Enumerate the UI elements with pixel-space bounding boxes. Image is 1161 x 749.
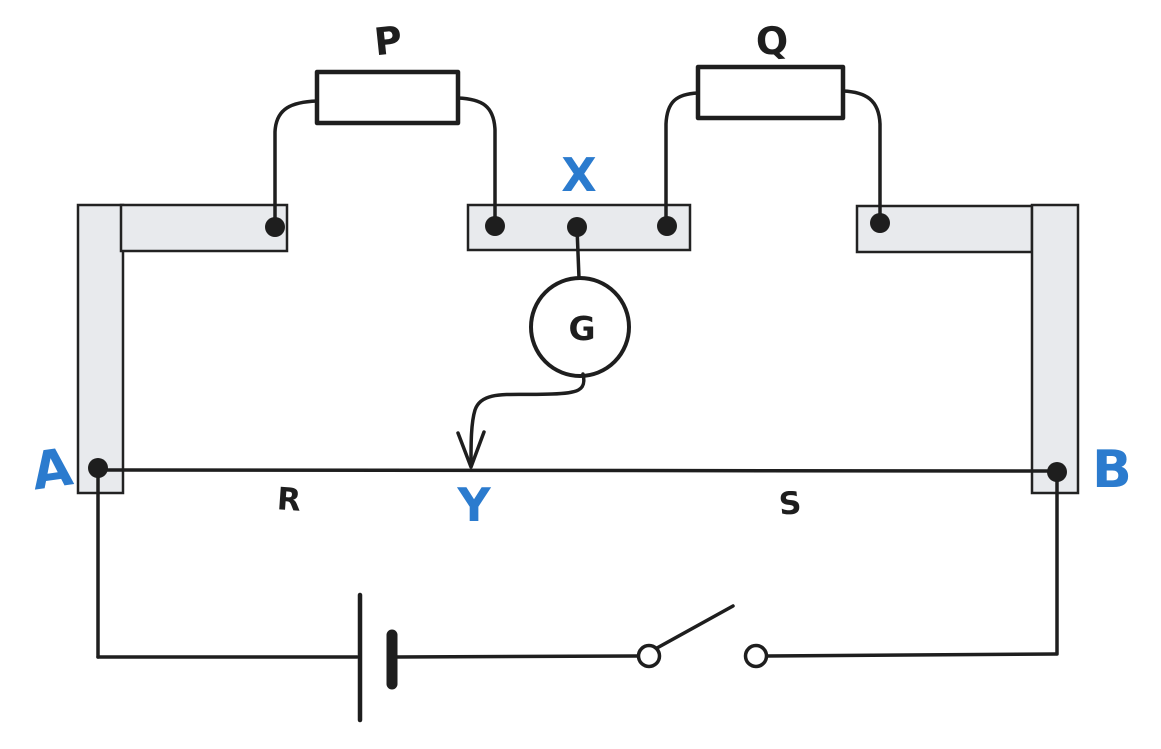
bridge-wire-ab xyxy=(96,468,1059,473)
switch-left-contact xyxy=(636,643,662,669)
terminal-dot-middle-right xyxy=(657,216,677,236)
wire-battery-to-switch xyxy=(394,654,639,659)
wire-switch-to-b xyxy=(765,652,1058,658)
jockey-wire xyxy=(469,372,586,464)
galvanometer-branch xyxy=(456,226,631,469)
node-x-label: X xyxy=(561,148,596,202)
resistor-q-box xyxy=(695,64,846,121)
resistor-p-lead-right xyxy=(456,96,497,227)
copper-strip-left-horizontal xyxy=(119,203,289,253)
switch-right-contact xyxy=(743,643,769,669)
labels: P Q X G A B R Y S xyxy=(28,18,1132,532)
segment-r-label: R xyxy=(276,481,302,519)
galvanometer-label: G xyxy=(568,309,595,348)
terminal-dot-middle-left xyxy=(485,216,505,236)
terminal-dot-right-strip xyxy=(870,213,890,233)
segment-s-label: S xyxy=(777,485,802,523)
battery-switch-loop xyxy=(96,468,1059,723)
resistor-leads xyxy=(273,89,882,228)
resistor-q-label: Q xyxy=(754,18,789,64)
copper-strip-right-vertical xyxy=(1030,203,1080,495)
resistor-p-label: P xyxy=(372,18,404,65)
node-y-label: Y xyxy=(456,478,491,532)
jockey-arrowhead-icon xyxy=(456,430,486,469)
terminal-dot-left-strip xyxy=(265,217,285,237)
switch-arm xyxy=(655,604,735,650)
terminal-dot-middle-center xyxy=(567,217,587,237)
resistor-p-box xyxy=(314,69,461,126)
resistor-p-lead-left xyxy=(273,99,319,228)
terminal-dot-a xyxy=(88,458,108,478)
terminal-dot-b xyxy=(1047,462,1067,482)
galvanometer-circle xyxy=(529,276,631,378)
node-b-label: B xyxy=(1092,440,1132,500)
terminal-dots xyxy=(88,213,1067,482)
resistor-q-lead-left xyxy=(664,91,700,226)
node-a-label: A xyxy=(28,437,76,502)
resistor-q-lead-right xyxy=(841,89,882,224)
copper-strip-left-vertical xyxy=(76,203,125,495)
